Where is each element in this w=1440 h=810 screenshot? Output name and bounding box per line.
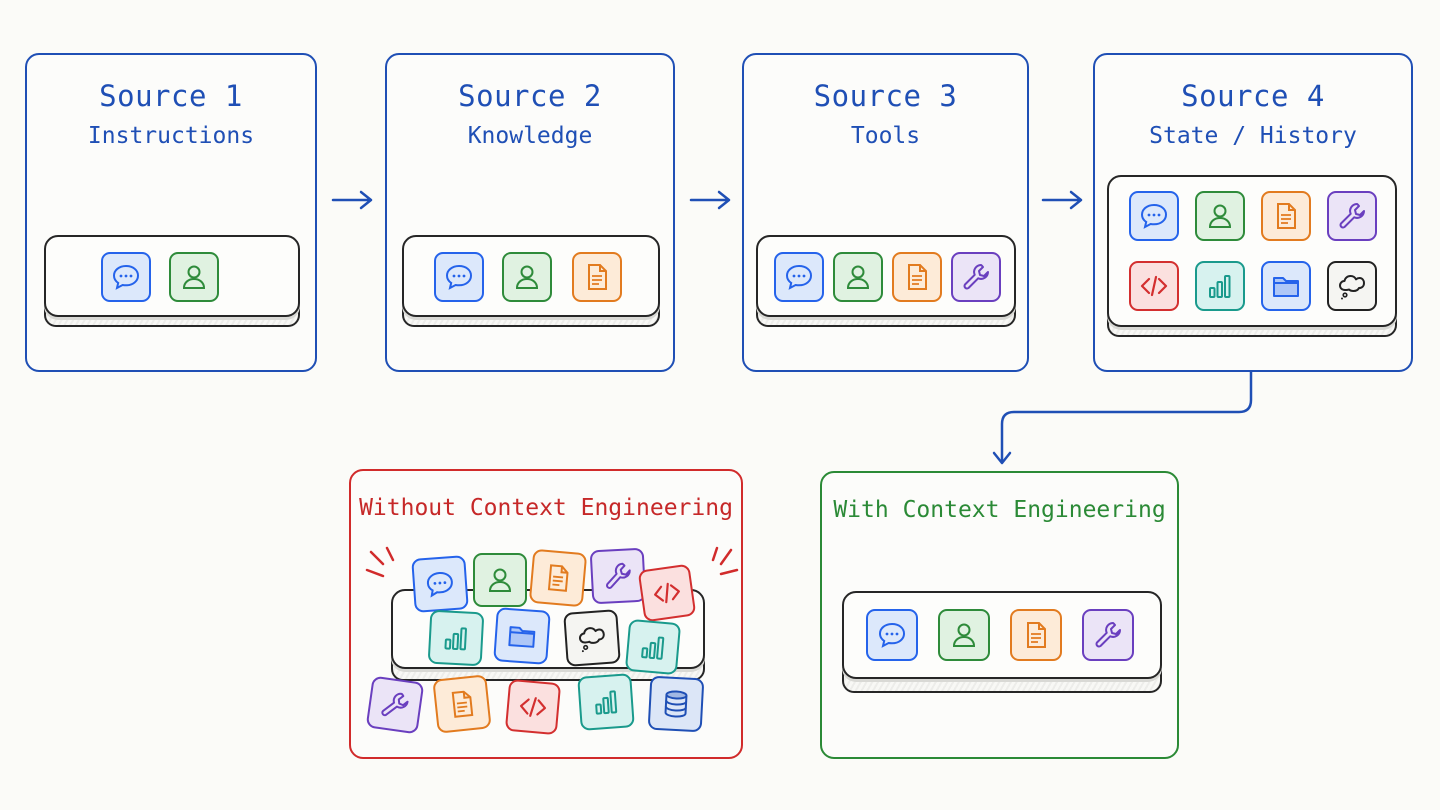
wrench-icon: [1327, 191, 1377, 241]
source-1-panel: Source 1 Instructions: [25, 53, 317, 372]
user-icon: [169, 252, 219, 302]
user-icon: [833, 252, 883, 302]
document-icon: [432, 674, 492, 734]
source-3-subtitle: Tools: [850, 123, 921, 149]
wrench-icon: [365, 675, 425, 735]
arrow-1-to-2: [331, 190, 373, 210]
wrench-icon: [1082, 609, 1134, 661]
source-2-title: Source 2: [458, 79, 602, 113]
burst-lines-left: [365, 546, 395, 578]
document-icon: [572, 252, 622, 302]
with-tray: [842, 591, 1162, 679]
bar-chart-icon: [577, 673, 635, 731]
document-icon: [1010, 609, 1062, 661]
source-1-title: Source 1: [99, 79, 243, 113]
user-icon: [502, 252, 552, 302]
source-3-panel: Source 3 Tools: [742, 53, 1029, 372]
folder-icon: [1261, 261, 1311, 311]
chat-icon: [434, 252, 484, 302]
source-2-subtitle: Knowledge: [467, 123, 593, 149]
source-4-panel: Source 4 State / History: [1093, 53, 1413, 372]
bar-chart-icon: [1195, 261, 1245, 311]
folder-icon: [493, 607, 551, 665]
source-1-subtitle: Instructions: [87, 123, 255, 149]
chat-icon: [101, 252, 151, 302]
arrow-2-to-3: [689, 190, 731, 210]
user-icon: [473, 553, 527, 607]
chat-icon: [1129, 191, 1179, 241]
with-context-title: With Context Engineering: [833, 497, 1166, 523]
source-2-tray: [402, 235, 660, 317]
source-1-tray: [44, 235, 300, 317]
chat-icon: [774, 252, 824, 302]
source-3-tray: [756, 235, 1016, 317]
bar-chart-icon: [427, 609, 485, 667]
source-2-panel: Source 2 Knowledge: [385, 53, 675, 372]
source-4-subtitle: State / History: [1149, 123, 1357, 149]
code-icon: [1129, 261, 1179, 311]
source-3-title: Source 3: [813, 79, 958, 113]
user-icon: [1195, 191, 1245, 241]
thought-bubble-icon: [563, 609, 621, 667]
bar-chart-icon: [624, 618, 682, 676]
database-icon: [647, 675, 705, 733]
code-icon: [504, 678, 562, 736]
burst-lines-right: [711, 546, 739, 576]
chat-icon: [866, 609, 918, 661]
document-icon: [892, 252, 942, 302]
with-context-panel: With Context Engineering: [820, 471, 1179, 759]
thought-bubble-icon: [1327, 261, 1377, 311]
arrow-3-to-4: [1041, 190, 1083, 210]
document-icon: [528, 548, 588, 608]
wrench-icon: [951, 252, 1001, 302]
code-icon: [637, 563, 697, 623]
connector-arrow: [992, 370, 1253, 465]
user-icon: [938, 609, 990, 661]
document-icon: [1261, 191, 1311, 241]
source-4-tray: [1107, 175, 1397, 327]
without-context-title: Without Context Engineering: [359, 495, 733, 521]
without-context-panel: Without Context Engineering: [349, 469, 743, 759]
source-4-title: Source 4: [1181, 79, 1325, 113]
chat-icon: [411, 555, 469, 613]
